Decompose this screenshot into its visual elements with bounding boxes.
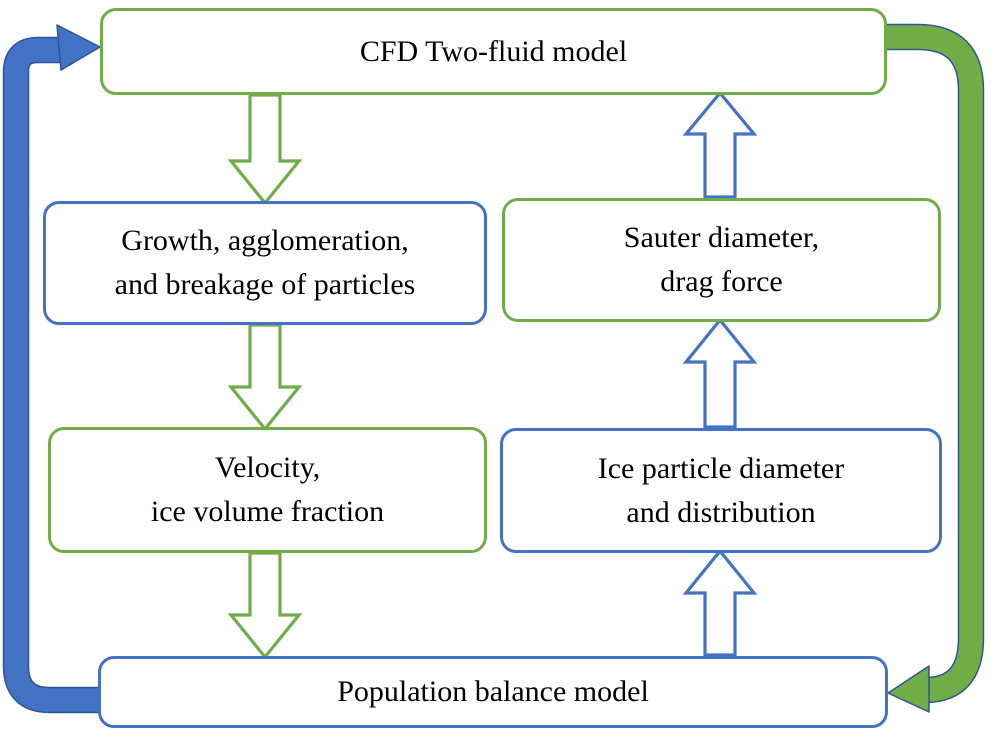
- box-growth-agglomeration-breakage: Growth, agglomeration, and breakage of p…: [43, 201, 487, 325]
- box-population-label: Population balance model: [337, 675, 649, 708]
- green-cycle-band-outline: [886, 23, 985, 704]
- box-ice-particle-diameter-distribution: Ice particle diameter and distribution: [500, 428, 942, 553]
- box-population-balance-model: Population balance model: [98, 656, 888, 728]
- down-arrow-velocity-to-population-icon: [227, 551, 303, 660]
- box-growth-label-line2: and breakage of particles: [114, 268, 416, 301]
- blue-cycle-band-outline: [2, 36, 98, 714]
- up-arrow-ice-to-sauter-icon: [682, 317, 758, 429]
- green-cycle-arrowhead-icon: [887, 665, 930, 713]
- box-growth-label-line1: Growth, agglomeration,: [121, 224, 409, 257]
- box-cfd-two-fluid-model: CFD Two-fluid model: [100, 8, 887, 95]
- blue-cycle-band: [4, 38, 98, 712]
- blue-cycle-arrowhead-icon: [56, 24, 101, 71]
- box-sauter-label-line1: Sauter diameter,: [623, 221, 820, 254]
- down-arrow-cfd-to-growth-icon: [227, 93, 303, 206]
- box-sauter-diameter-drag-force: Sauter diameter, drag force: [502, 198, 941, 322]
- box-velocity-ice-volume-fraction: Velocity, ice volume fraction: [48, 427, 487, 553]
- box-velocity-label-line1: Velocity,: [214, 451, 321, 484]
- up-arrow-population-to-ice-icon: [682, 548, 758, 657]
- box-ice-label-line2: and distribution: [626, 495, 816, 529]
- up-arrow-sauter-to-cfd-icon: [682, 90, 758, 199]
- box-cfd-label: CFD Two-fluid model: [359, 34, 628, 68]
- cycle-arrow-population-to-cfd: [2, 24, 101, 714]
- down-arrow-growth-to-velocity-icon: [227, 323, 303, 432]
- cycle-arrow-cfd-to-population: [886, 23, 985, 713]
- box-ice-label-line1: Ice particle diameter: [597, 451, 845, 485]
- green-cycle-band: [886, 25, 983, 702]
- box-velocity-label-line2: ice volume fraction: [150, 495, 385, 528]
- box-sauter-label-line2: drag force: [660, 265, 783, 298]
